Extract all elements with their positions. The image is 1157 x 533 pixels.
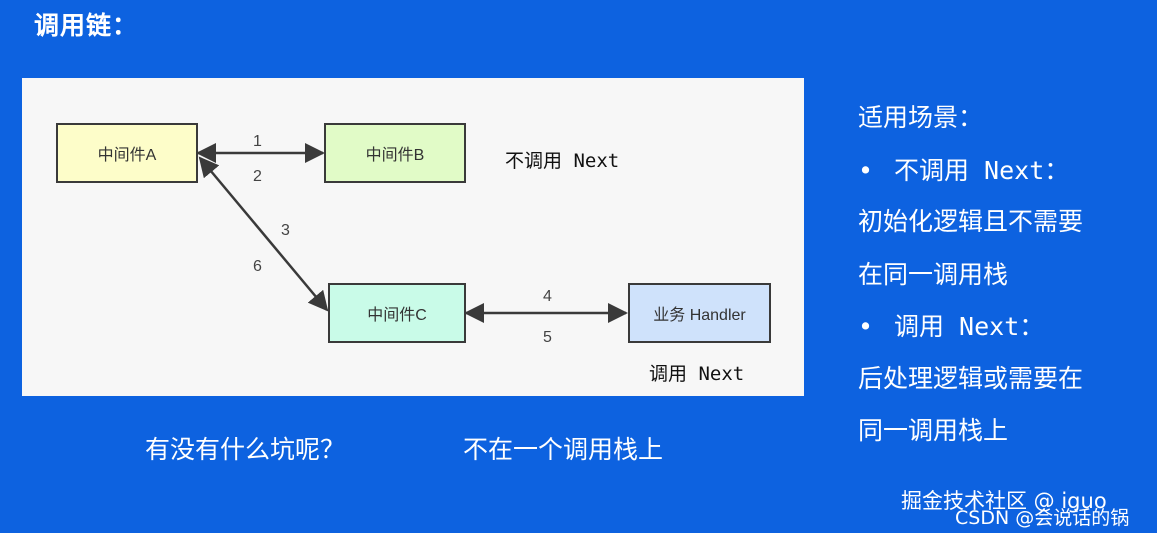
bullet-dot: • — [858, 156, 874, 185]
arrow-a-c — [198, 156, 329, 312]
diagram-arrows — [196, 143, 628, 323]
sidebar-line: 同一调用栈上 — [858, 416, 1009, 445]
caption-question: 有没有什么坑呢？ — [145, 435, 346, 464]
node-business-handler: 业务 Handler — [628, 283, 771, 343]
bullet-dot: • — [858, 312, 874, 341]
caption-answer: 不在一个调用栈上 — [463, 435, 664, 464]
sidebar-bullet-item: • 调用 Next： — [858, 307, 1044, 343]
edge-label-6: 6 — [253, 258, 262, 275]
slide-title: 调用链： — [34, 11, 139, 40]
note-call-next: 调用 Next — [649, 363, 745, 385]
bullet-label: 不调用 Next： — [894, 156, 1070, 185]
node-middleware-a: 中间件A — [56, 123, 198, 183]
edge-label-2: 2 — [253, 168, 262, 185]
node-middleware-b: 中间件B — [324, 123, 466, 183]
node-middleware-c: 中间件C — [328, 283, 466, 343]
sidebar-line: 初始化逻辑且不需要 — [858, 207, 1084, 236]
edge-label-4: 4 — [543, 288, 552, 305]
call-chain-diagram: 中间件A 中间件B 中间件C 业务 Handler 1 2 3 6 4 5 不调… — [22, 78, 804, 396]
footer-csdn-credit: CSDN @会说话的锅 — [955, 507, 1130, 529]
note-no-next: 不调用 Next — [505, 150, 620, 172]
sidebar-line: 在同一调用栈 — [858, 260, 1009, 289]
edge-label-1: 1 — [253, 133, 262, 150]
edge-label-5: 5 — [543, 329, 552, 346]
bullet-label: 调用 Next： — [894, 312, 1045, 341]
sidebar-line: 后处理逻辑或需要在 — [858, 364, 1084, 393]
edge-label-3: 3 — [281, 222, 290, 239]
sidebar-bullet-item: • 不调用 Next： — [858, 151, 1069, 187]
footer-community-credit: 掘金技术社区 @ iguo — [901, 489, 1107, 513]
sidebar-heading: 适用场景： — [858, 103, 984, 132]
